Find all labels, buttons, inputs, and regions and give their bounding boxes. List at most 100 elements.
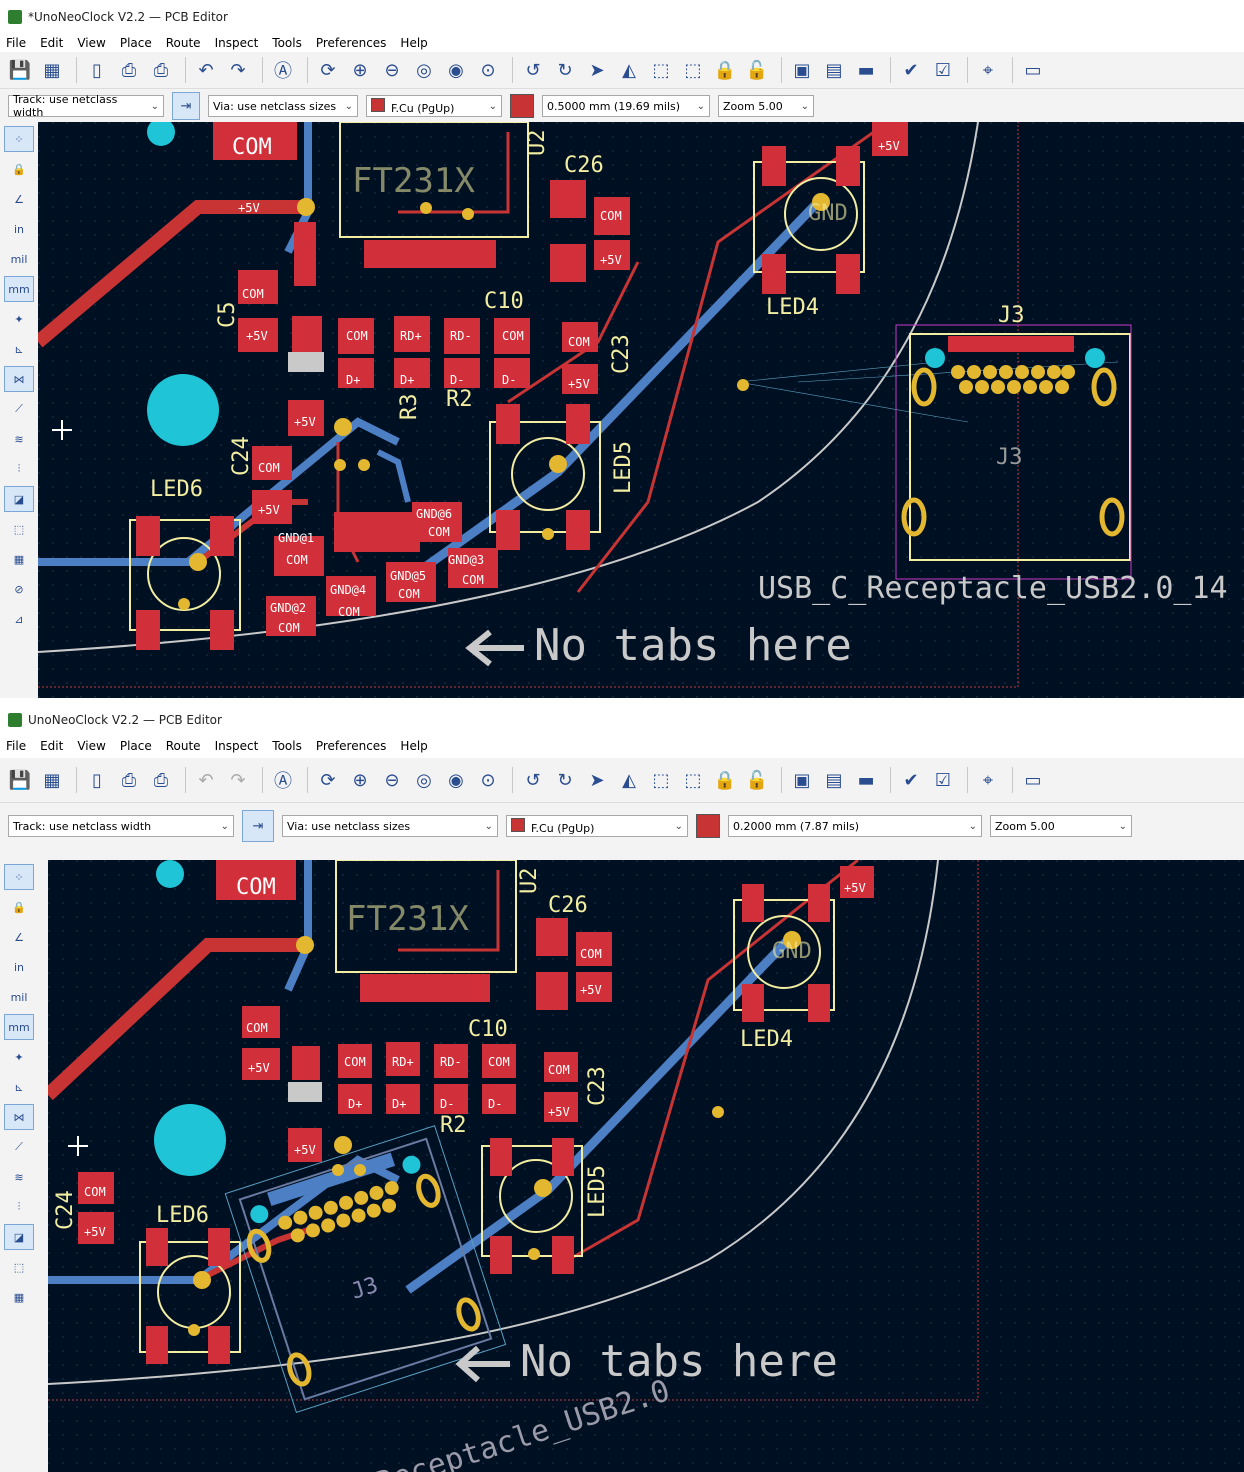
drc-icon[interactable]: ✔ xyxy=(903,59,919,81)
menu-place[interactable]: Place xyxy=(119,739,152,753)
auto-track-width-button[interactable]: ⇥ xyxy=(172,92,200,120)
ungroup-icon[interactable]: ⬚ xyxy=(684,59,702,81)
zoom-fit-icon[interactable]: ◎ xyxy=(416,769,432,791)
menu-route[interactable]: Route xyxy=(165,739,201,753)
units-mil-icon[interactable]: mil xyxy=(10,252,28,266)
cursor-icon[interactable]: ✦ xyxy=(14,312,24,326)
netlist-update-icon[interactable]: ▣ xyxy=(793,59,811,81)
pad-icon[interactable]: ▦ xyxy=(13,1290,25,1304)
board-setup-icon[interactable]: ▦ xyxy=(43,59,61,81)
zoom-in-icon[interactable]: ⊕ xyxy=(352,59,368,81)
find-icon[interactable]: Ⓐ xyxy=(274,61,292,82)
flip-icon[interactable]: ➤ xyxy=(589,769,605,791)
save-icon[interactable]: 💾 xyxy=(8,769,32,791)
polar-coords-icon[interactable]: ∠ xyxy=(14,930,24,944)
track-width-select[interactable]: Track: use netclass width⌄ xyxy=(8,815,234,837)
tune-icon[interactable]: ⫶ xyxy=(17,1200,21,1213)
lock-icon[interactable]: 🔒 xyxy=(12,162,26,176)
scripting-console-icon[interactable]: ▭ xyxy=(1024,59,1042,81)
menu-inspect[interactable]: Inspect xyxy=(214,739,259,753)
menu-preferences[interactable]: Preferences xyxy=(315,36,387,50)
checklist-icon[interactable]: ☑ xyxy=(934,769,952,791)
pcb-canvas-top[interactable]: U2 C26 C10 C23 LED4 LED5 LED6 R3 R2 C24 … xyxy=(38,122,1244,698)
menu-file[interactable]: File xyxy=(6,36,27,50)
tune-icon[interactable]: ⫶ xyxy=(17,462,21,475)
zoom-fit-icon[interactable]: ◎ xyxy=(416,59,432,81)
grid-select[interactable]: 0.5000 mm (19.69 mils)⌄ xyxy=(542,95,710,117)
netlist-update-icon[interactable]: ▣ xyxy=(793,769,811,791)
redo-icon[interactable]: ↷ xyxy=(230,769,246,791)
track-width-select[interactable]: Track: use netclass width⌄ xyxy=(8,93,164,119)
zone-icon[interactable]: ◪ xyxy=(4,486,34,512)
grid-toggle-icon[interactable]: ⁘ xyxy=(4,126,34,152)
zoom-select[interactable]: Zoom 5.00⌄ xyxy=(990,815,1132,837)
flip-icon[interactable]: ➤ xyxy=(589,59,605,81)
menu-help[interactable]: Help xyxy=(400,739,428,753)
route-track-icon[interactable]: ⟋ xyxy=(15,1140,23,1153)
menu-view[interactable]: View xyxy=(77,739,106,753)
zoom-select[interactable]: Zoom 5.00⌄ xyxy=(718,95,814,117)
units-in-icon[interactable]: in xyxy=(13,960,25,974)
diff-pair-icon[interactable]: ≋ xyxy=(14,1170,24,1184)
zoom-objects-icon[interactable]: ◉ xyxy=(448,769,464,791)
units-mil-icon[interactable]: mil xyxy=(10,990,28,1004)
undo-icon[interactable]: ↶ xyxy=(198,769,214,791)
layer-select[interactable]: F.Cu (PgUp)⌄ xyxy=(366,95,502,117)
scripting-console-icon[interactable]: ▭ xyxy=(1024,769,1042,791)
checklist-icon[interactable]: ☑ xyxy=(934,59,952,81)
unlock-icon[interactable]: 🔓 xyxy=(745,59,769,81)
footprint-editor-icon[interactable]: ▬ xyxy=(857,769,875,791)
menu-view[interactable]: View xyxy=(77,36,106,50)
group-icon[interactable]: ⬚ xyxy=(652,59,670,81)
rotate-ccw-icon[interactable]: ↺ xyxy=(525,59,541,81)
board-setup-icon[interactable]: ▦ xyxy=(43,769,61,791)
page-settings-icon[interactable]: ▯ xyxy=(92,769,102,791)
ungroup-icon[interactable]: ⬚ xyxy=(684,769,702,791)
print-icon[interactable]: ⎙ xyxy=(121,769,137,791)
select-icon[interactable]: ⬚ xyxy=(13,522,25,536)
menu-place[interactable]: Place xyxy=(119,36,152,50)
zoom-area-icon[interactable]: ⊙ xyxy=(480,769,496,791)
grid-toggle-icon[interactable]: ⁘ xyxy=(4,864,34,890)
refresh-icon[interactable]: ⟳ xyxy=(320,59,336,81)
pcb-canvas-bottom[interactable]: J3 USB_C_Receptacle_USB2.0 xyxy=(48,860,1244,1472)
units-in-icon[interactable]: in xyxy=(13,222,25,236)
select-icon[interactable]: ⬚ xyxy=(13,1260,25,1274)
unlock-icon[interactable]: 🔓 xyxy=(745,769,769,791)
refresh-icon[interactable]: ⟳ xyxy=(320,769,336,791)
measure-icon[interactable]: ⊾ xyxy=(14,342,24,356)
zoom-out-icon[interactable]: ⊖ xyxy=(384,769,400,791)
plot-icon[interactable]: ⎙ xyxy=(153,59,169,81)
zoom-area-icon[interactable]: ⊙ xyxy=(480,59,496,81)
print-icon[interactable]: ⎙ xyxy=(121,59,137,81)
menu-edit[interactable]: Edit xyxy=(40,36,64,50)
page-settings-icon[interactable]: ▯ xyxy=(92,59,102,81)
zone-icon[interactable]: ◪ xyxy=(4,1224,34,1250)
rotate-cw-icon[interactable]: ↻ xyxy=(557,769,573,791)
snap-icon[interactable]: ⊿ xyxy=(14,612,24,626)
zoom-out-icon[interactable]: ⊖ xyxy=(384,59,400,81)
auto-track-width-button[interactable]: ⇥ xyxy=(242,810,274,842)
menu-route[interactable]: Route xyxy=(165,36,201,50)
layer-pair-icon[interactable] xyxy=(696,814,720,838)
via-icon[interactable]: ⊘ xyxy=(14,582,24,596)
layer-select[interactable]: F.Cu (PgUp)⌄ xyxy=(506,815,688,837)
measure-icon[interactable]: ⊾ xyxy=(14,1080,24,1094)
schematic-icon[interactable]: ⌖ xyxy=(982,59,994,81)
layer-pair-icon[interactable] xyxy=(510,94,534,118)
mirror-icon[interactable]: ◭ xyxy=(622,59,636,81)
group-icon[interactable]: ⬚ xyxy=(652,769,670,791)
mirror-icon[interactable]: ◭ xyxy=(622,769,636,791)
ratsnest-icon[interactable]: ⋈ xyxy=(4,1104,34,1130)
lock-icon[interactable]: 🔒 xyxy=(713,59,737,81)
ratsnest-icon[interactable]: ⋈ xyxy=(4,366,34,392)
via-size-select[interactable]: Via: use netclass sizes⌄ xyxy=(208,95,358,117)
undo-icon[interactable]: ↶ xyxy=(198,59,214,81)
plot-icon[interactable]: ⎙ xyxy=(153,769,169,791)
via-size-select[interactable]: Via: use netclass sizes⌄ xyxy=(282,815,498,837)
cursor-icon[interactable]: ✦ xyxy=(14,1050,24,1064)
menu-help[interactable]: Help xyxy=(400,36,428,50)
menu-tools[interactable]: Tools xyxy=(272,36,302,50)
polar-coords-icon[interactable]: ∠ xyxy=(14,192,24,206)
schematic-icon[interactable]: ⌖ xyxy=(982,769,994,791)
